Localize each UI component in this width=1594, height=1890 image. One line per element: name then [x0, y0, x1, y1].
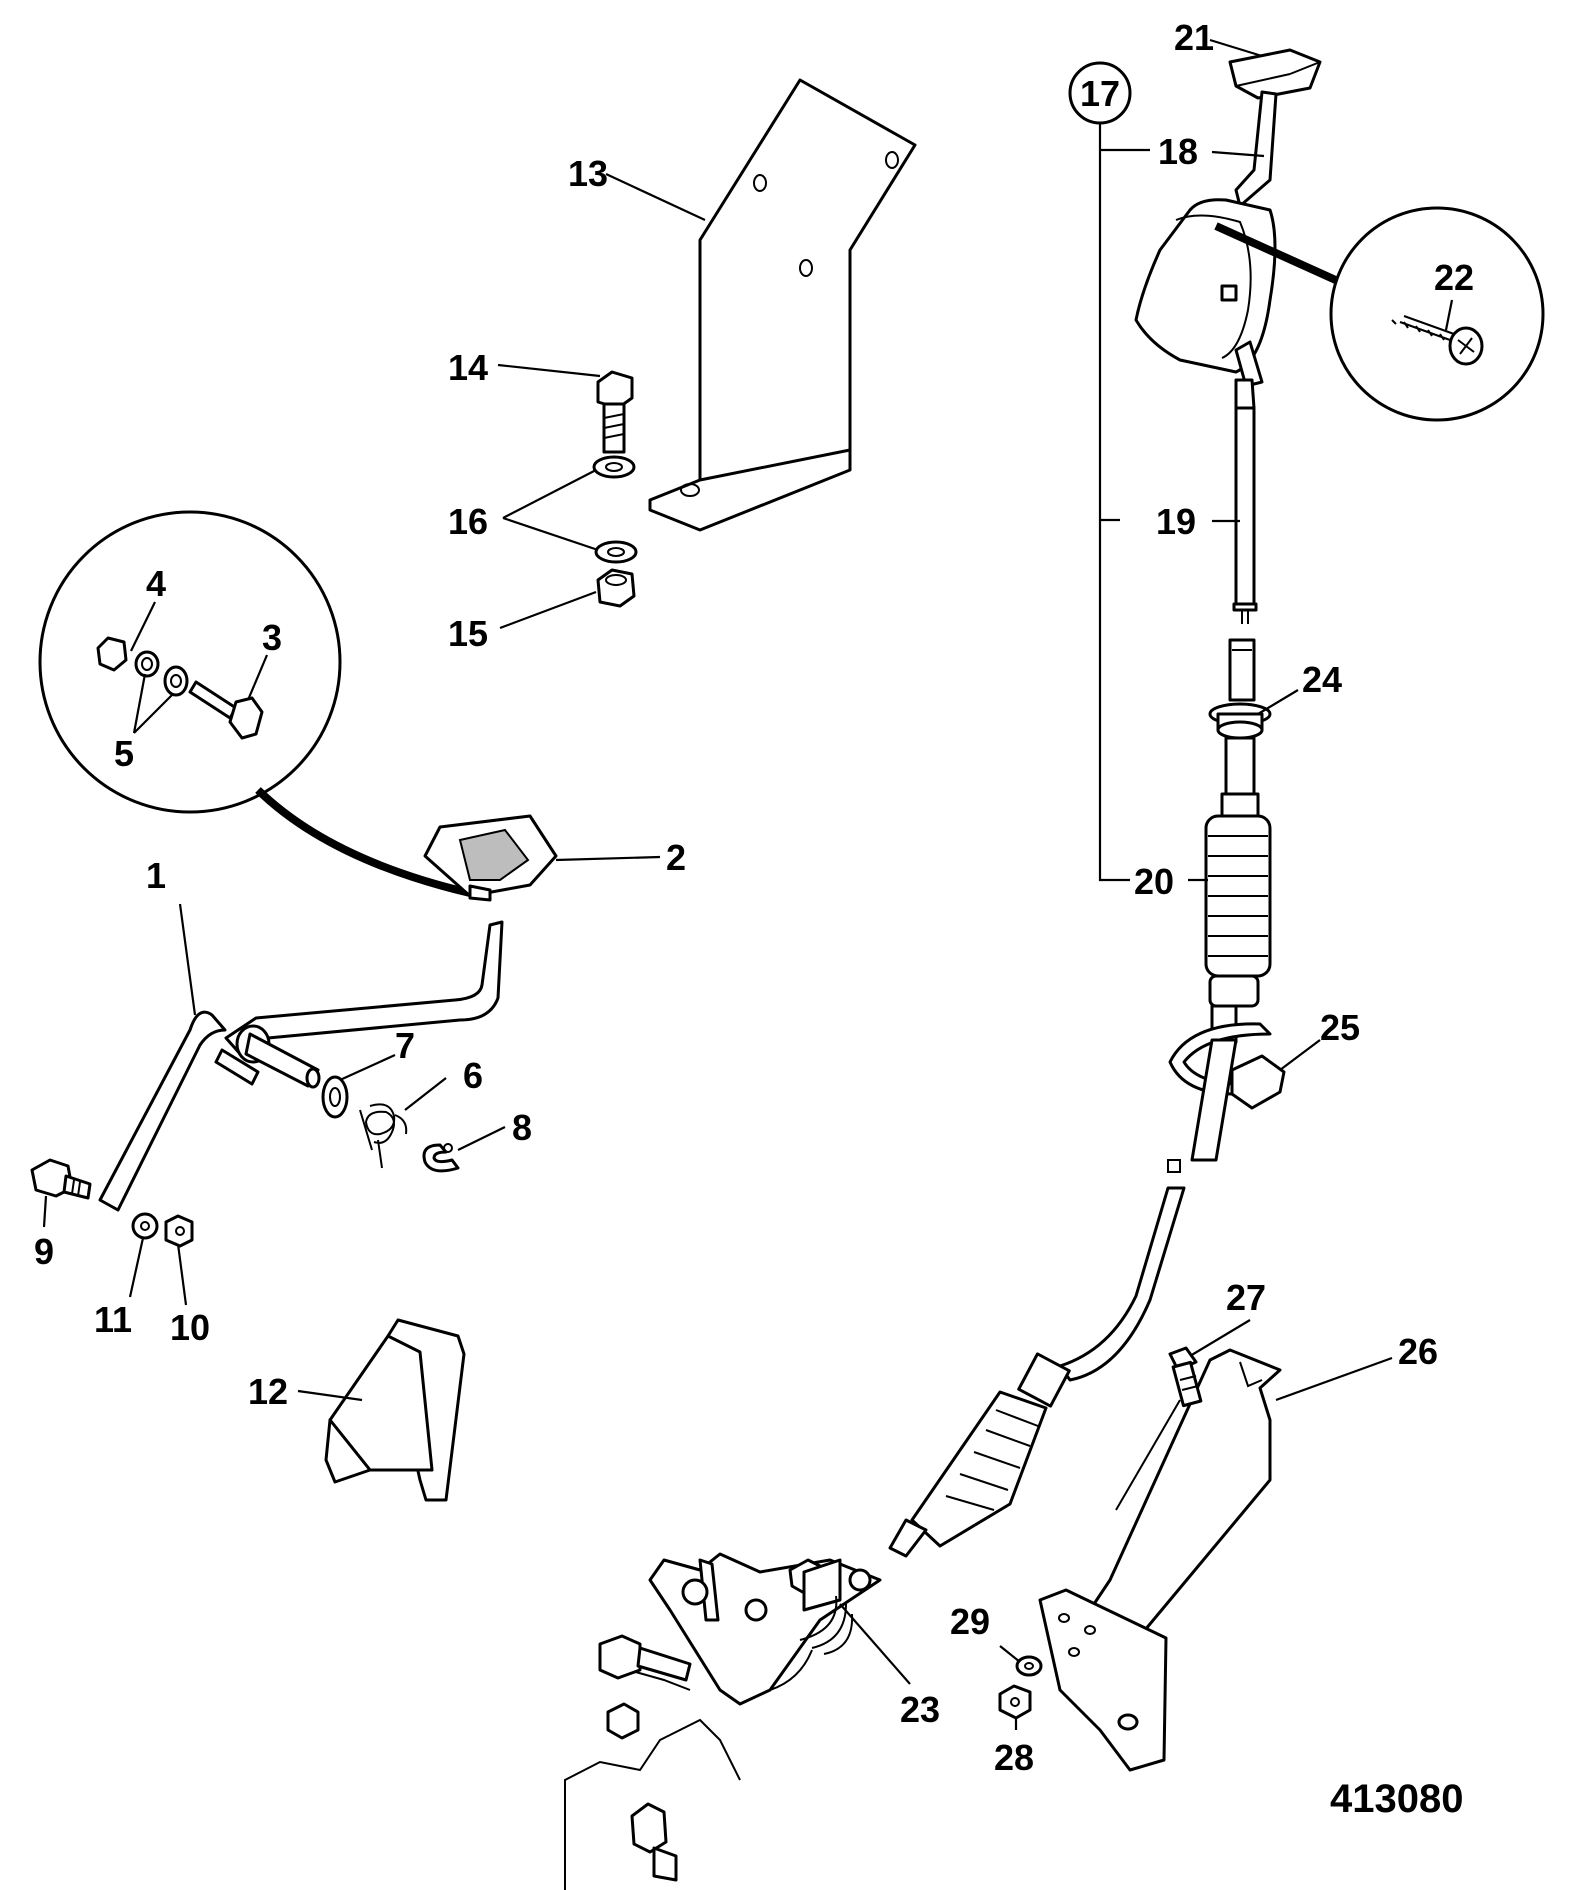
- part-11-washer: [131, 1212, 159, 1240]
- part-6-spring: [359, 1103, 408, 1169]
- part-12-boot: [324, 1318, 466, 1502]
- drawing-number: 413080: [1330, 1777, 1463, 1821]
- callout-10: 10: [170, 1307, 210, 1348]
- cable-lower-fitting: [888, 1352, 1071, 1558]
- part-26-bracket: [1038, 1348, 1282, 1772]
- control-lever-housing: [1134, 198, 1277, 388]
- part-15-nut: [596, 568, 636, 608]
- callout-23: 23: [900, 1689, 940, 1730]
- bracket-line-17: [1068, 61, 1150, 882]
- part-13-bracket: [648, 78, 917, 532]
- outer-cable-lower: [1058, 1038, 1238, 1382]
- leader-lines: [42, 38, 1454, 1730]
- detail-circle-screw: [1214, 206, 1545, 422]
- callout-18: 18: [1158, 131, 1198, 172]
- callout-5: 5: [114, 733, 134, 774]
- callout-4: 4: [146, 563, 166, 604]
- part-18-lever: [1234, 90, 1278, 208]
- part-27-screw: [1168, 1346, 1203, 1408]
- part-2-pedal-pad: [423, 814, 558, 902]
- callout-12: 12: [248, 1371, 288, 1412]
- callout-26: 26: [1398, 1331, 1438, 1372]
- part-29-washer: [1015, 1655, 1043, 1677]
- callout-1: 1: [146, 855, 166, 896]
- callout-6: 6: [463, 1055, 483, 1096]
- callout-29: 29: [950, 1601, 990, 1642]
- part-14-bolt: [596, 370, 634, 454]
- callout-labels: 1 2 3 4 5 6 7 8 9 10 11 12 13 14 15 16 1…: [34, 17, 1474, 1778]
- part-9-stud: [30, 1158, 92, 1200]
- callout-14: 14: [448, 347, 488, 388]
- part-25-cable-tie: [1168, 1022, 1286, 1110]
- callout-2: 2: [666, 837, 686, 878]
- callout-25: 25: [1320, 1007, 1360, 1048]
- callout-27: 27: [1226, 1277, 1266, 1318]
- part-21-knob: [1228, 48, 1322, 100]
- callout-20: 20: [1134, 861, 1174, 902]
- callout-28: 28: [994, 1737, 1034, 1778]
- part-10-nut: [164, 1214, 194, 1248]
- part-20-cable-boot: [1204, 814, 1272, 1044]
- part-24-grommet: [1208, 638, 1272, 818]
- callout-15: 15: [448, 613, 488, 654]
- callout-19: 19: [1156, 501, 1196, 542]
- callout-24: 24: [1302, 659, 1342, 700]
- callout-8: 8: [512, 1107, 532, 1148]
- callout-11: 11: [94, 1299, 132, 1340]
- callout-13: 13: [568, 153, 608, 194]
- callout-7: 7: [395, 1025, 415, 1066]
- callout-3: 3: [262, 617, 282, 658]
- part-8-clip: [422, 1143, 460, 1173]
- callout-22: 22: [1434, 257, 1474, 298]
- part-23-linkage: [599, 1552, 882, 1706]
- part-1-pedal-rod: [98, 920, 504, 1212]
- callout-21: 21: [1174, 17, 1214, 58]
- carburettor-body: [564, 1634, 741, 1890]
- detail-circle-fasteners: [38, 510, 471, 897]
- callout-17: 17: [1080, 73, 1120, 114]
- part-7-washer: [321, 1075, 349, 1119]
- callout-9: 9: [34, 1231, 54, 1272]
- part-28-nut: [998, 1684, 1032, 1720]
- callout-16: 16: [448, 501, 488, 542]
- part-16-washers: [592, 455, 638, 564]
- part-19-rod: [1232, 378, 1258, 624]
